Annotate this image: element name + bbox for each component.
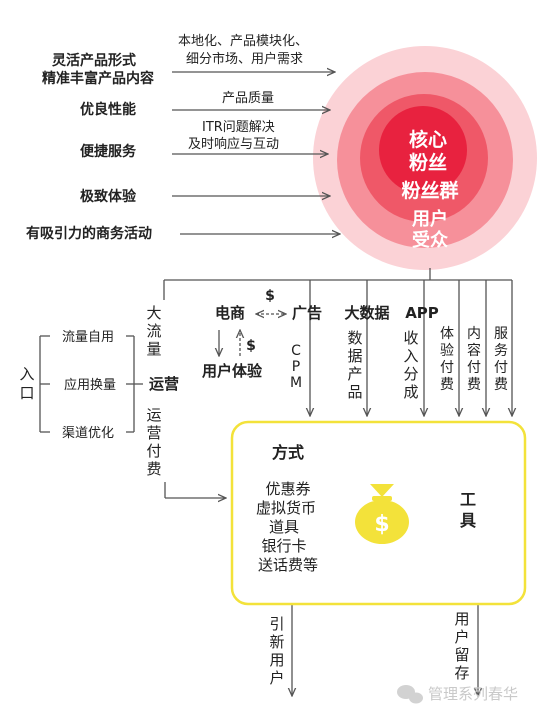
tool-label-2: 具: [460, 511, 476, 530]
service-fee-1: 服: [494, 326, 508, 342]
experience-fee-1: 体: [440, 326, 454, 342]
content-fee-1: 内: [467, 326, 481, 342]
app-label: APP: [405, 304, 439, 322]
new-users-3: 用: [269, 651, 284, 669]
new-users-2: 新: [269, 633, 284, 651]
fan-group-label: 粉丝群: [401, 179, 458, 202]
money-bag-icon: $: [355, 484, 409, 544]
ops-traffic-3: 量: [146, 340, 161, 358]
user-experience-label: 用户体验: [202, 362, 263, 380]
revenue-share-3: 分: [403, 365, 418, 383]
ops-fee-2: 营: [146, 424, 161, 442]
content-fee-3: 付: [467, 360, 481, 376]
service-fee-3: 付: [494, 360, 508, 376]
ops-label: 运营: [149, 375, 179, 393]
performance-label: 优良性能: [80, 101, 136, 118]
core-circle: [379, 106, 467, 194]
dollar-side: $: [246, 338, 256, 354]
box-item-bank-card: 银行卡: [261, 537, 306, 555]
new-users-1: 引: [269, 615, 284, 633]
method-label: 方式: [272, 443, 304, 462]
retention-2: 户: [454, 628, 469, 646]
audience-line2: 受众: [412, 229, 448, 251]
watermark-text: 管理系列春华: [428, 685, 518, 703]
experience-label: 极致体验: [80, 188, 137, 205]
ads-label: 广告: [292, 304, 322, 322]
performance-note: 产品质量: [222, 91, 274, 106]
entry-item-app-exchange: 应用换量: [64, 377, 116, 393]
content-fee-2: 容: [467, 342, 481, 359]
entry-item-channel-opt: 渠道优化: [62, 426, 114, 441]
core-fans-line1: 核心: [409, 128, 447, 151]
data-products-3: 产: [347, 365, 362, 383]
retention-4: 存: [454, 664, 469, 682]
bigdata-label: 大数据: [344, 304, 389, 322]
entry-label-1: 入: [19, 365, 34, 383]
experience-fee-4: 费: [440, 377, 454, 393]
box-item-coupon: 优惠券: [265, 480, 310, 498]
ops-traffic-2: 流: [146, 322, 161, 340]
service-fee-2: 务: [494, 343, 508, 359]
wechat-watermark: 管理系列春华: [397, 685, 518, 704]
business-activity-label: 有吸引力的商务活动: [26, 225, 152, 242]
service-label: 便捷服务: [80, 143, 137, 160]
ops-traffic-1: 大: [146, 304, 161, 322]
ops-fee-4: 费: [146, 460, 161, 478]
revenue-share-4: 成: [403, 383, 418, 401]
cpm-3: M: [290, 375, 302, 391]
data-products-1: 数: [347, 329, 362, 347]
ops-fee-1: 运: [146, 406, 161, 424]
retention-3: 留: [454, 646, 469, 664]
coin-symbol: $: [374, 512, 389, 537]
audience-line1: 用户: [412, 208, 448, 230]
product-form-line2: 精准丰富产品内容: [42, 70, 154, 87]
entry-label-2: 口: [19, 384, 34, 402]
service-fee-4: 费: [494, 377, 508, 393]
entry-bracket: [39, 335, 143, 433]
experience-fee-3: 付: [440, 360, 454, 376]
content-fee-4: 费: [467, 377, 481, 393]
service-note1: ITR问题解决: [202, 120, 275, 135]
data-products-4: 品: [347, 383, 362, 401]
ops-fee-3: 付: [146, 442, 161, 460]
dollar-top: $: [265, 288, 275, 304]
product-form-note2: 细分市场、用户需求: [186, 51, 303, 67]
data-products-2: 据: [347, 347, 362, 365]
cpm-1: C: [291, 343, 301, 359]
box-item-props: 道具: [269, 518, 299, 536]
tool-label-1: 工: [460, 490, 476, 509]
experience-fee-2: 验: [440, 343, 454, 359]
product-form-note1: 本地化、产品模块化、: [178, 34, 308, 49]
left-arrows: [172, 72, 340, 234]
service-note2: 及时响应与互动: [188, 136, 279, 152]
entry-item-traffic-self: 流量自用: [62, 330, 114, 345]
revenue-share-1: 收: [403, 329, 418, 347]
box-item-virtual-currency: 虚拟货币: [256, 499, 316, 517]
cpm-2: P: [292, 359, 300, 375]
wechat-icon: [397, 685, 423, 704]
product-form-line1: 灵活产品形式: [52, 52, 136, 69]
distribution-lines: [163, 268, 512, 696]
box-item-phone-credit: 送话费等: [258, 556, 318, 574]
revenue-share-2: 入: [403, 347, 418, 365]
retention-1: 用: [454, 610, 469, 628]
new-users-4: 户: [269, 669, 284, 687]
ecommerce-label: 电商: [215, 304, 245, 322]
core-fans-line2: 粉丝: [409, 151, 447, 174]
